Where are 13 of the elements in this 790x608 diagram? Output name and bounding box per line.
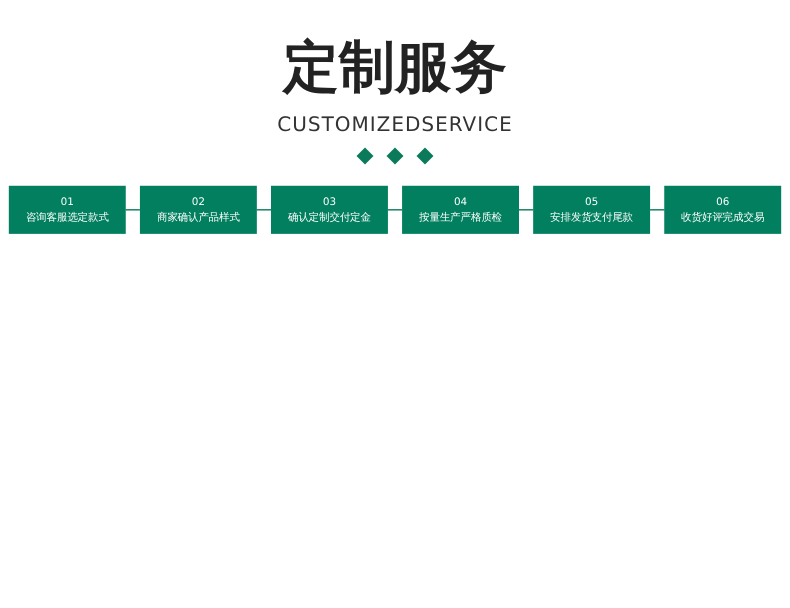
connector: [256, 209, 271, 211]
connector: [388, 209, 402, 211]
connector: [126, 209, 140, 211]
connector: [650, 209, 664, 211]
subtitle: CUSTOMIZEDSERVICE: [276, 112, 514, 136]
node-box: 04 按量生产严格质检: [402, 186, 520, 234]
title: 定制服务: [281, 34, 508, 102]
node-box: 05 安排发货支付尾款: [533, 186, 650, 234]
connector: [519, 209, 534, 211]
node-box: 06 收货好评完成交易: [664, 186, 782, 234]
node-box: 03 确认定制交付定金: [270, 186, 388, 234]
node-box: 01 咨询客服选定款式: [8, 186, 126, 234]
node-box: 02 商家确认产品样式: [140, 186, 257, 234]
